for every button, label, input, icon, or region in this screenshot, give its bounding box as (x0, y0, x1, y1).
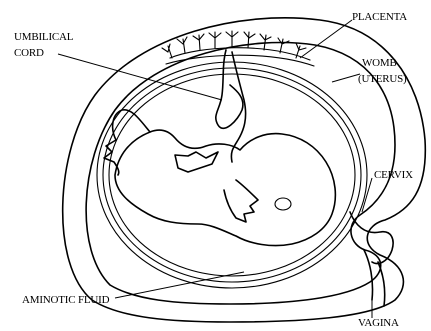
label-umbilical-cord-line1: UMBILICAL (14, 31, 74, 43)
label-womb-line1: WOMB (362, 57, 397, 69)
label-womb-line2: (UTERUS) (358, 73, 407, 85)
leader-umbilical-cord (58, 54, 222, 100)
fetus-ear (275, 198, 291, 210)
fetus-body (115, 130, 335, 246)
fetus-arm (224, 180, 258, 222)
fetus-leg (104, 110, 150, 175)
label-cervix: CERVIX (374, 169, 413, 181)
leader-womb (332, 74, 360, 82)
leader-placenta (300, 20, 352, 58)
amniotic-sac-middle (103, 68, 361, 282)
label-umbilical-cord-line2: CORD (14, 47, 44, 59)
label-placenta: PLACENTA (352, 11, 407, 23)
label-vagina: VAGINA (358, 317, 399, 329)
fetus-upper-foot (175, 152, 218, 172)
leader-amniotic-fluid (115, 272, 244, 298)
amniotic-sac-inner (109, 74, 355, 276)
amniotic-sac-outer (97, 62, 367, 288)
uterus-inner-wall (86, 43, 395, 304)
label-amniotic-fluid: AMINOTIC FLUID (22, 294, 110, 306)
